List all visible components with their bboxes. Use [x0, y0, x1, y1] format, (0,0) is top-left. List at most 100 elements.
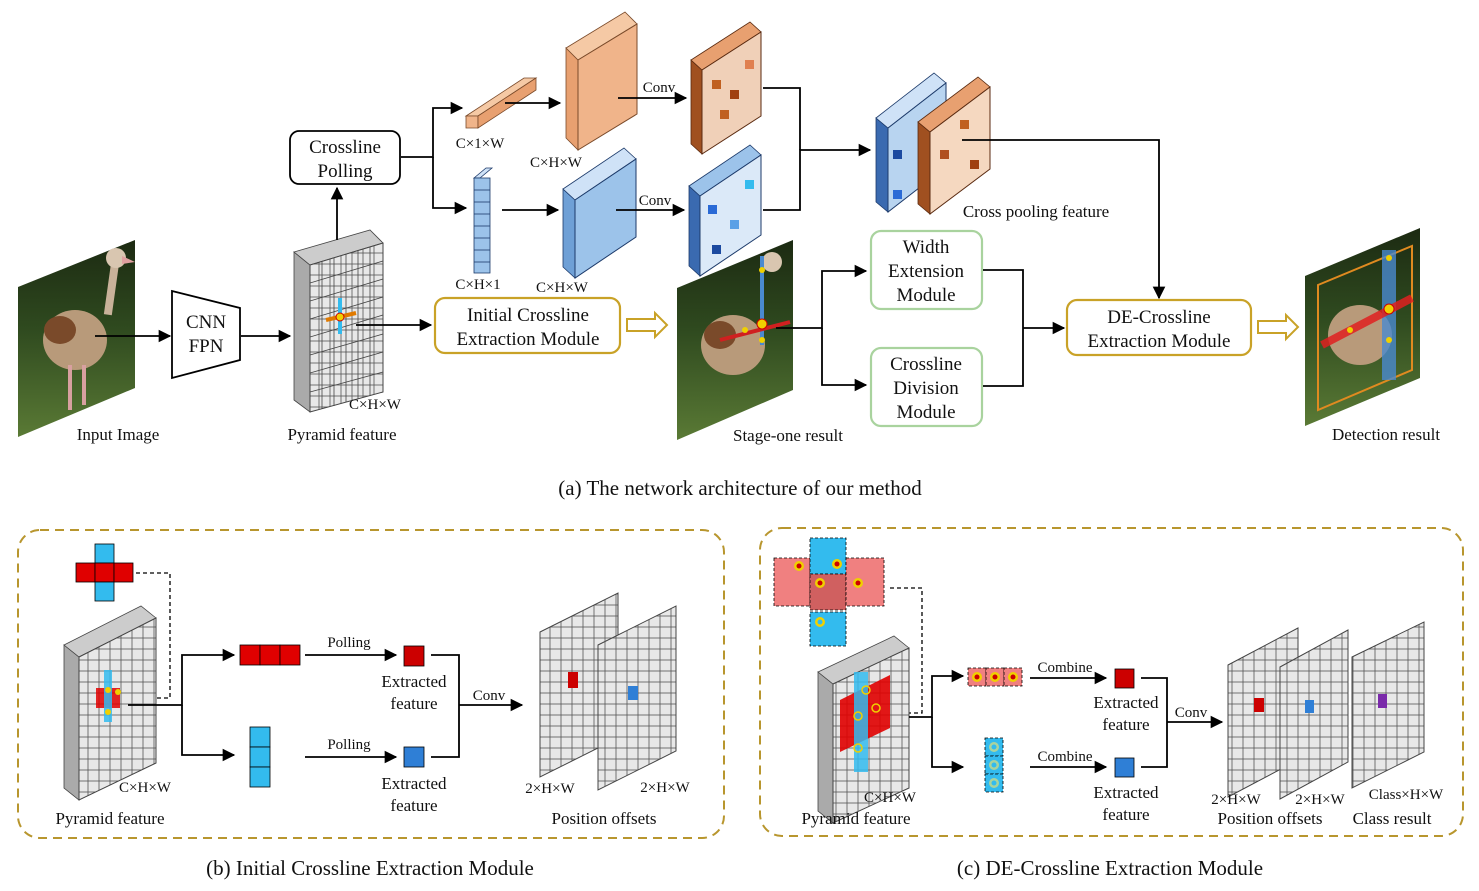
pyramid-grid-c [817, 635, 910, 824]
extracted-bottom-c1: Extracted [1093, 783, 1159, 802]
dim-chw-top: C×H×W [530, 155, 583, 171]
split-c [909, 669, 965, 718]
width-module-line3: Module [896, 285, 955, 306]
caption-c: (c) DE-Crossline Extraction Module [957, 856, 1263, 880]
dim-c1: 2×H×W [1211, 792, 1261, 808]
cross-template-b [75, 543, 134, 602]
extracted-red-c [1114, 668, 1135, 689]
conv-b: Conv [473, 688, 506, 704]
extracted-bottom-b1: Extracted [381, 774, 447, 793]
de-module-line2: Extraction Module [1088, 331, 1231, 352]
input-image [18, 240, 135, 437]
arrow-cross-to-de [962, 139, 1166, 300]
fpn-label: FPN [189, 336, 224, 357]
extracted-bottom-b2: feature [390, 796, 437, 815]
dim-c2: 2×H×W [1295, 792, 1345, 808]
pyramid-dims-label: C×H×W [349, 397, 402, 413]
width-extension-module [869, 229, 984, 311]
cnn-fpn-block [171, 289, 241, 380]
extracted-blue-b [403, 746, 425, 768]
red-row-b [239, 644, 301, 666]
stage-one-image [677, 240, 793, 440]
division-module-line2: Division [893, 378, 959, 399]
extracted-red-b [403, 645, 425, 667]
branch-stage-one [776, 264, 868, 329]
division-module-line1: Crossline [890, 354, 962, 375]
class-result-c: Class result [1353, 809, 1432, 828]
offset-grid-c2 [1279, 629, 1349, 800]
combine-col-c [984, 737, 1004, 793]
pyramid-label-b: Pyramid feature [55, 809, 164, 828]
dim-ch1: C×H×1 [455, 277, 500, 293]
blue-chw-grid [562, 147, 637, 279]
pyramid-dims-c: C×H×W [864, 790, 917, 806]
pyramid-feature-label: Pyramid feature [287, 425, 396, 444]
extracted-top-c2: feature [1102, 715, 1149, 734]
cyan-column-b [249, 726, 271, 788]
branch-pooling [401, 101, 464, 158]
dim-c1w: C×1×W [456, 136, 505, 152]
caption-b: (b) Initial Crossline Extraction Module [206, 856, 534, 880]
hollow-arrow-2 [1257, 312, 1300, 342]
conv-c: Conv [1175, 705, 1208, 721]
division-module-line3: Module [896, 402, 955, 423]
branch-pooling-lower [432, 157, 468, 215]
caption-a: (a) The network architecture of our meth… [558, 476, 922, 500]
merge-width [983, 269, 1024, 387]
orange-conv-grid [690, 21, 762, 155]
extracted-top-b1: Extracted [381, 672, 447, 691]
extracted-bottom-c2: feature [1102, 805, 1149, 824]
extracted-top-c1: Extracted [1093, 693, 1159, 712]
de-module-line1: DE-Crossline [1107, 307, 1210, 328]
combine-row-c [967, 667, 1023, 687]
width-module-line1: Width [903, 237, 950, 258]
polling-bottom-b: Polling [327, 737, 371, 753]
branch-stage-one-lower [821, 328, 868, 392]
extracted-blue-c [1114, 757, 1135, 778]
panel-b-frame [17, 529, 725, 839]
dim-b-left: 2×H×W [525, 781, 575, 797]
extracted-top-b2: feature [390, 694, 437, 713]
input-image-label: Input Image [77, 425, 160, 444]
pyramid-dims-b: C×H×W [119, 780, 172, 796]
split-b [128, 648, 236, 706]
blue-conv-grid [688, 144, 762, 277]
initial-crossline-module [433, 296, 622, 355]
dim-chw-mid: C×H×W [536, 280, 589, 296]
panel-c-frame [759, 527, 1464, 837]
stage-one-label: Stage-one result [733, 426, 843, 445]
crossline-pooling-line2: Polling [318, 161, 373, 182]
dim-b-right: 2×H×W [640, 780, 690, 796]
combine-bottom-c: Combine [1038, 749, 1093, 765]
conv-top-label: Conv [643, 80, 676, 96]
merge-b [431, 654, 460, 758]
detection-result-label: Detection result [1332, 425, 1440, 444]
de-crossline-module [1065, 298, 1253, 357]
offset-grid-b2 [597, 605, 677, 791]
position-offsets-c: Position offsets [1217, 809, 1322, 828]
blue-column-vector [472, 167, 494, 274]
crossline-pooling-box [289, 130, 401, 185]
width-module-line2: Extension [888, 261, 964, 282]
de-cross-template [773, 537, 885, 647]
cnn-label: CNN [186, 312, 226, 333]
merge-line-mid [763, 143, 872, 211]
pyramid-feature-grid [293, 229, 384, 413]
cross-pooling-feature [875, 72, 991, 215]
split-b-lower [181, 705, 236, 762]
hollow-arrow-1 [626, 310, 669, 340]
merge-line-top [763, 87, 801, 150]
crossline-division-module [869, 346, 984, 428]
initial-module-line1: Initial Crossline [467, 305, 589, 326]
cross-pooling-label: Cross pooling feature [963, 202, 1109, 221]
position-offsets-b: Position offsets [551, 809, 656, 828]
polling-top-b: Polling [327, 635, 371, 651]
dim-c3: Class×H×W [1369, 787, 1444, 803]
pyramid-grid-b [63, 605, 157, 801]
crossline-pooling-line1: Crossline [309, 137, 381, 158]
initial-module-line2: Extraction Module [457, 329, 600, 350]
orange-chw-grid [565, 11, 638, 151]
combine-top-c: Combine [1038, 660, 1093, 676]
dashed-link-b [126, 572, 171, 699]
